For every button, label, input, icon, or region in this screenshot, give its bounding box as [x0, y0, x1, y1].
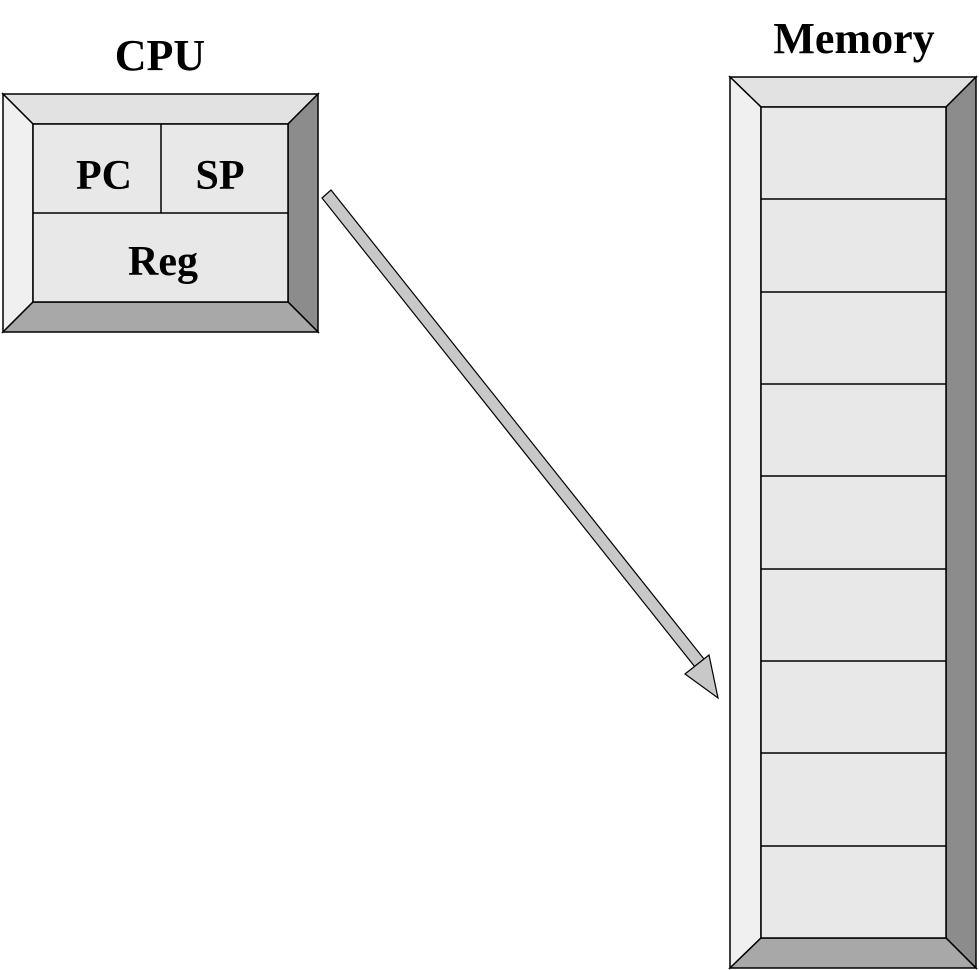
cpu-to-memory-arrow: [321, 189, 719, 700]
cpu-bevel-left: [2, 92, 34, 334]
memory-bevel-bottom: [728, 937, 978, 969]
memory-bevel-right: [945, 75, 977, 970]
cpu-bevel-right: [287, 92, 319, 334]
arrow-head: [684, 653, 719, 700]
sp-register-label: SP: [195, 153, 244, 199]
cpu-box: PC SP Reg: [1, 92, 320, 334]
cpu-title: CPU: [115, 31, 205, 80]
memory-title: Memory: [773, 14, 934, 63]
cpu-bevel-bottom: [1, 301, 320, 333]
arrow-shaft: [321, 189, 705, 668]
memory-bevel-left: [729, 75, 762, 970]
cpu-bevel-top: [1, 93, 320, 125]
pc-register-label: PC: [76, 153, 132, 199]
memory-box: [728, 75, 978, 970]
reg-register-label: Reg: [128, 239, 198, 285]
memory-cells: [761, 198, 946, 847]
memory-bevel-top: [728, 76, 978, 108]
memory-face: [760, 106, 947, 939]
